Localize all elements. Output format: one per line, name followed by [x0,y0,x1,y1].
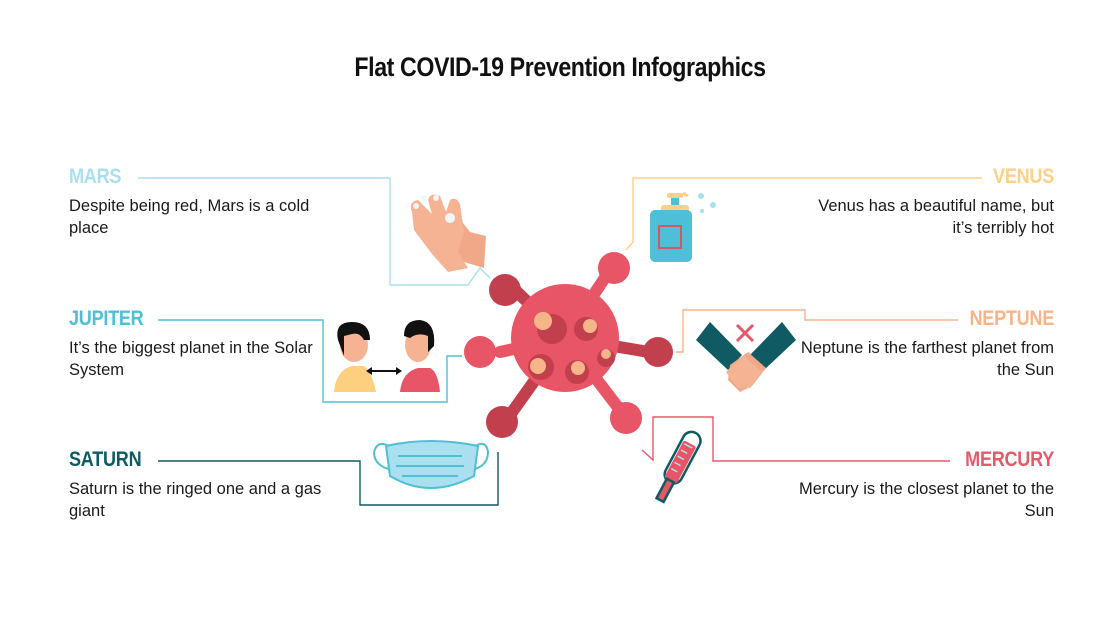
mars-item: MARS Despite being red, Mars is a cold p… [69,166,329,239]
jupiter-item: JUPITER It’s the biggest planet in the S… [69,308,329,381]
mercury-description: Mercury is the closest planet to the Sun [799,480,1054,520]
virus-icon [464,252,673,438]
venus-item: VENUS Venus has a beautiful name, but it… [794,166,1054,239]
saturn-title: SATURN [69,448,142,471]
page-title: Flat COVID-19 Prevention Infographics [354,52,766,82]
saturn-description: Saturn is the ringed one and a gas giant [69,480,322,520]
no-handshake-icon [696,322,796,392]
connector-lines [138,177,982,506]
hand-washing-icon [410,194,486,272]
mercury-connector [641,416,950,462]
neptune-description: Neptune is the farthest planet from the … [800,339,1054,379]
social-distancing-icon [334,320,440,392]
mars-title: MARS [69,165,122,188]
venus-connector [625,177,982,251]
thermometer-icon [654,430,702,504]
mercury-title: MERCURY [965,448,1054,471]
mercury-item: MERCURY Mercury is the closest planet to… [794,449,1054,522]
neptune-title: NEPTUNE [969,307,1055,330]
venus-title: VENUS [993,165,1054,188]
face-mask-icon [372,440,490,489]
neptune-connector [676,309,958,353]
neptune-item: NEPTUNE Neptune is the farthest planet f… [794,308,1054,381]
hand-sanitizer-icon [650,191,716,262]
saturn-item: SATURN Saturn is the ringed one and a ga… [69,449,329,522]
saturn-connector [158,452,499,506]
jupiter-title: JUPITER [69,307,144,330]
venus-description: Venus has a beautiful name, but it’s ter… [818,197,1054,237]
mars-description: Despite being red, Mars is a cold place [69,197,310,237]
mars-connector [138,177,491,286]
jupiter-connector [158,319,462,403]
jupiter-description: It’s the biggest planet in the Solar Sys… [69,339,313,379]
